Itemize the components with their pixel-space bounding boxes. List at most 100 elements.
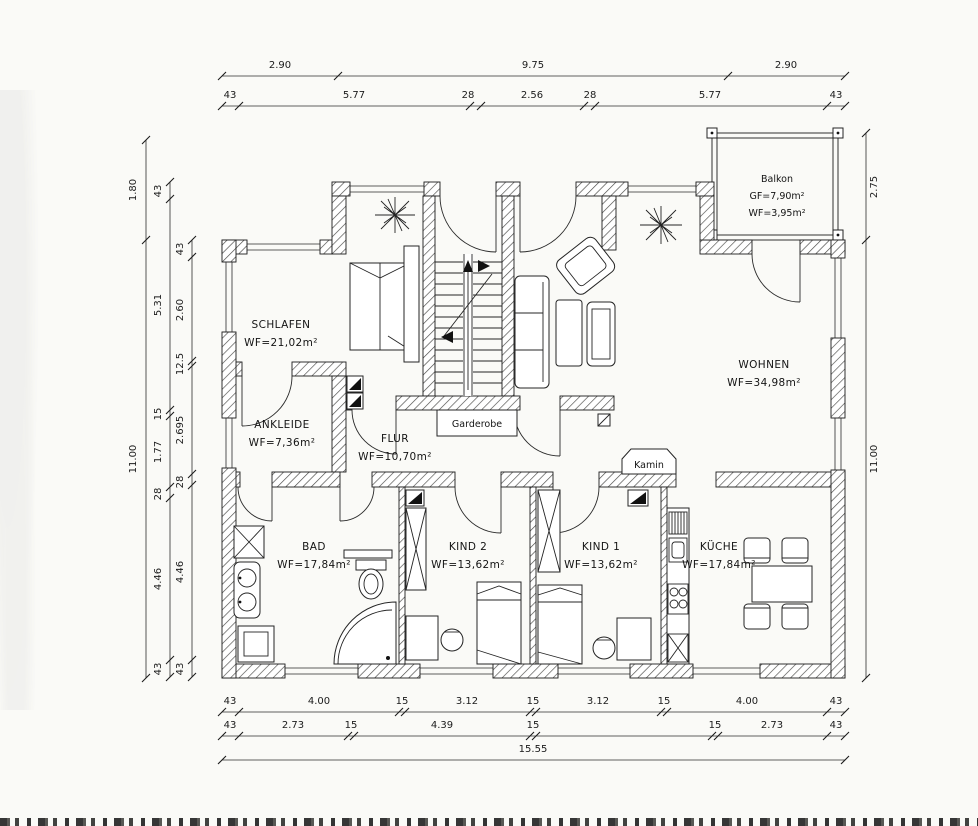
dim-label: 15: [396, 696, 409, 707]
dim-label: 43: [175, 663, 186, 676]
balcony: Balkon GF=7,90m² WF=3,95m²: [706, 127, 844, 241]
stove: [667, 583, 689, 615]
bathroom-shelf: [343, 549, 393, 559]
desk-kind2: [405, 615, 439, 661]
room-label-balkon: Balkon: [761, 174, 793, 185]
dim-label: 43: [830, 90, 843, 101]
chair-kind2: [440, 628, 464, 652]
chair-kind1: [592, 636, 616, 660]
window: [419, 664, 494, 678]
chair: [781, 537, 809, 564]
room-area-balkon-gf: GF=7,90m²: [749, 191, 804, 202]
room-area-wohnen: WF=34,98m²: [727, 377, 801, 389]
room-label-schlafen: SCHLAFEN: [252, 319, 311, 331]
doors: [237, 195, 801, 534]
entry-door: [439, 195, 497, 253]
window: [222, 417, 236, 469]
dim-label: 43: [175, 243, 186, 256]
dim-label: 15: [527, 696, 540, 707]
bad-door: [237, 486, 273, 522]
kitchen-sink: [668, 537, 688, 563]
dim-label: 43: [830, 720, 843, 731]
dim-label: 4.46: [175, 561, 186, 583]
room-area-schlafen: WF=21,02m²: [244, 337, 318, 349]
washbasin: [233, 561, 261, 619]
plant-icon: [375, 197, 415, 233]
dim-label: 15: [527, 720, 540, 731]
wardrobe-kind1: [537, 489, 561, 573]
dimension-chain-left: 1.80 11.00 43 5.31 15 1.77 28 4.46 43 43…: [128, 135, 197, 683]
chair: [743, 603, 771, 630]
window: [831, 417, 845, 471]
room-label-ankleide: ANKLEIDE: [254, 419, 309, 431]
dim-label: 12.5: [175, 353, 186, 375]
dim-label: 2.73: [282, 720, 304, 731]
schlafen-door: [351, 409, 397, 455]
room-area-kueche: WF=17,84m²: [682, 559, 756, 571]
dim-label: 15.55: [519, 744, 548, 755]
room-area-balkon-wf: WF=3,95m²: [748, 208, 805, 219]
dim-label: 2.75: [869, 176, 880, 198]
room-area-flur: WF=10,70m²: [358, 451, 432, 463]
scan-artifact: [0, 90, 40, 710]
ankleide-door: [241, 375, 293, 427]
dim-label: 43: [224, 696, 237, 707]
floor-socket: [597, 413, 611, 427]
toilet: [355, 559, 387, 600]
dim-label: 43: [224, 90, 237, 101]
dim-label: 2.60: [175, 299, 186, 321]
dim-label: 2.90: [775, 60, 797, 71]
scan-edge-artifact: [0, 818, 978, 826]
bad-door-2: [339, 486, 375, 522]
dim-label: 4.00: [308, 696, 330, 707]
dim-label: 1.80: [128, 179, 139, 201]
chair: [743, 537, 771, 564]
hall-door: [513, 409, 561, 457]
bathroom-cabinet: [237, 625, 275, 663]
window: [557, 664, 631, 678]
dimension-chain-right: 2.75 11.00: [861, 128, 880, 683]
kitchen-counter: [666, 507, 690, 665]
armchair: [556, 236, 616, 295]
dim-label: 2.73: [761, 720, 783, 731]
dim-label: 43: [153, 663, 164, 676]
corner-cabinet: [667, 633, 689, 663]
room-area-kind1: WF=13,62m²: [564, 559, 638, 571]
dim-label: 28: [153, 488, 164, 501]
chair: [781, 603, 809, 630]
window: [222, 261, 236, 333]
walls: [221, 181, 846, 679]
dim-label: 15: [658, 696, 671, 707]
window: [692, 664, 761, 678]
room-area-ankleide: WF=7,36m²: [249, 437, 316, 449]
room-label-kind2: KIND 2: [449, 541, 487, 553]
dim-label: 28: [175, 476, 186, 489]
balcony-door: [751, 253, 801, 303]
room-label-flur: FLUR: [381, 433, 409, 445]
dim-label: 5.77: [699, 90, 721, 101]
dim-label: 3.12: [587, 696, 609, 707]
bed-kind2: [476, 581, 522, 665]
plant-icon: [640, 206, 682, 244]
kind2-door: [454, 486, 502, 534]
double-bed: [349, 262, 411, 351]
entry-door: [519, 195, 577, 253]
room-label-wohnen: WOHNEN: [738, 359, 789, 371]
dim-label: 15: [153, 408, 164, 421]
wardrobe: [403, 245, 420, 363]
washing-machine: [233, 525, 265, 559]
dim-label: 11.00: [128, 445, 139, 474]
dimension-chain-bottom: 43 4.00 15 3.12 15 3.12 15 4.00 43 43 2.…: [217, 696, 850, 765]
loveseat: [586, 301, 616, 367]
room-label-bad: BAD: [302, 541, 326, 553]
dim-label: 15: [709, 720, 722, 731]
room-area-kind2: WF=13,62m²: [431, 559, 505, 571]
window: [627, 182, 697, 196]
windows: [222, 182, 845, 678]
duct-shaft: [346, 375, 364, 410]
garderobe-box: Garderobe: [436, 409, 518, 437]
dim-label: 11.00: [869, 445, 880, 474]
dim-label: 15: [345, 720, 358, 731]
coffee-table: [555, 299, 583, 367]
